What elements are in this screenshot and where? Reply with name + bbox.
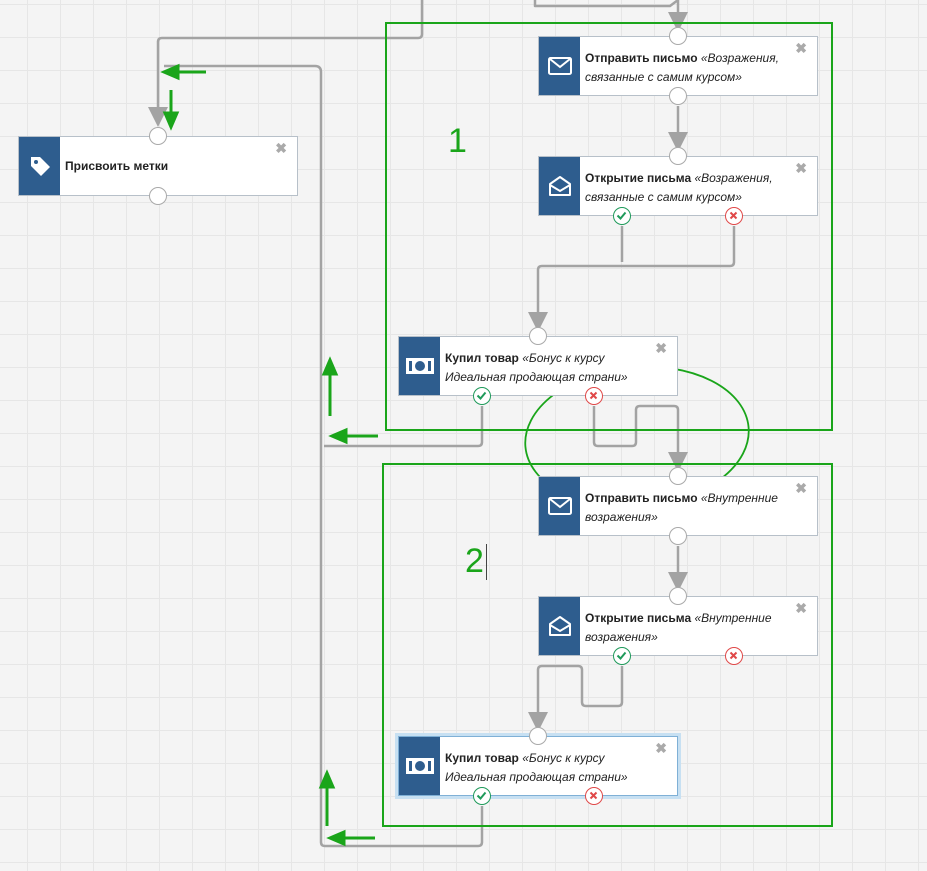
close-icon[interactable]: ✖ (795, 600, 807, 616)
wire-top-loop (533, 0, 679, 8)
node-subtitle: «Внутренние возражения» (585, 491, 778, 524)
input-port[interactable] (669, 27, 687, 45)
wire-buy2-yes-back (319, 446, 484, 848)
output-port-yes[interactable] (613, 207, 631, 225)
check-icon (616, 651, 627, 660)
node-title: Отправить письмо (585, 51, 698, 65)
money-icon (399, 337, 440, 395)
output-port-no[interactable] (725, 207, 743, 225)
text-cursor (486, 544, 487, 580)
money-icon (399, 737, 440, 795)
input-port[interactable] (529, 327, 547, 345)
input-port[interactable] (669, 587, 687, 605)
check-icon (476, 791, 487, 800)
close-icon[interactable]: ✖ (655, 340, 667, 356)
group-2-frame (382, 463, 833, 827)
wire-top-to-tags (148, 0, 424, 127)
wire-buy1-no-to-send2 (592, 404, 688, 472)
envelope-icon (539, 477, 580, 535)
node-subtitle: «Возражения, связанные с самим курсом» (585, 51, 779, 84)
wire-open1-no-to-buy1 (528, 226, 736, 332)
cross-icon (729, 651, 738, 660)
envelope-icon (539, 37, 580, 95)
output-port-no[interactable] (725, 647, 743, 665)
node-send-email-2[interactable]: Отправить письмо «Внутренние возражения»… (538, 476, 818, 536)
group-1-label: 1 (448, 122, 467, 160)
cross-icon (729, 211, 738, 220)
node-purchase-1[interactable]: Купил товар «Бонус к курсу Идеальная про… (398, 336, 678, 396)
node-subtitle: «Возражения, связанные с самим курсом» (585, 171, 773, 204)
wire-return-line (164, 64, 323, 446)
output-port-yes[interactable] (613, 647, 631, 665)
close-icon[interactable]: ✖ (795, 160, 807, 176)
node-title: Отправить письмо (585, 491, 698, 505)
close-icon[interactable]: ✖ (655, 740, 667, 756)
cross-icon (589, 391, 598, 400)
cross-icon (589, 791, 598, 800)
group-1-frame (385, 22, 833, 431)
node-open-email-1[interactable]: Открытие письма «Возражения, связанные с… (538, 156, 818, 216)
wire-open2-yes-to-buy2 (528, 664, 624, 732)
node-purchase-2[interactable]: Купил товар «Бонус к курсу Идеальная про… (398, 736, 678, 796)
node-subtitle: «Бонус к курсу Идеальная продающая стран… (445, 351, 628, 384)
node-send-email-1[interactable]: Отправить письмо «Возражения, связанные … (538, 36, 818, 96)
envelope-open-icon (539, 157, 580, 215)
node-subtitle: «Бонус к курсу Идеальная продающая стран… (445, 751, 628, 784)
node-title: Открытие письма (585, 171, 692, 185)
node-subtitle: «Внутренние возражения» (585, 611, 772, 644)
close-icon[interactable]: ✖ (795, 40, 807, 56)
output-port-no[interactable] (585, 387, 603, 405)
envelope-open-icon (539, 597, 580, 655)
output-port[interactable] (669, 527, 687, 545)
close-icon[interactable]: ✖ (795, 480, 807, 496)
check-icon (616, 211, 627, 220)
input-port[interactable] (529, 727, 547, 745)
wire-buy1-yes-back (324, 406, 484, 448)
output-port-no[interactable] (585, 787, 603, 805)
close-icon[interactable]: ✖ (275, 140, 287, 156)
output-port-yes[interactable] (473, 387, 491, 405)
node-open-email-2[interactable]: Открытие письма «Внутренние возражения» … (538, 596, 818, 656)
output-port-yes[interactable] (473, 787, 491, 805)
node-title: Открытие письма (585, 611, 692, 625)
tag-icon (19, 137, 60, 195)
input-port[interactable] (669, 467, 687, 485)
group-2-label: 2 (465, 542, 484, 580)
node-title: Присвоить метки (65, 159, 169, 173)
output-port[interactable] (669, 87, 687, 105)
check-icon (476, 391, 487, 400)
node-title: Купил товар (445, 751, 519, 765)
input-port[interactable] (669, 147, 687, 165)
node-title: Купил товар (445, 351, 519, 365)
input-port[interactable] (149, 127, 167, 145)
output-port[interactable] (149, 187, 167, 205)
